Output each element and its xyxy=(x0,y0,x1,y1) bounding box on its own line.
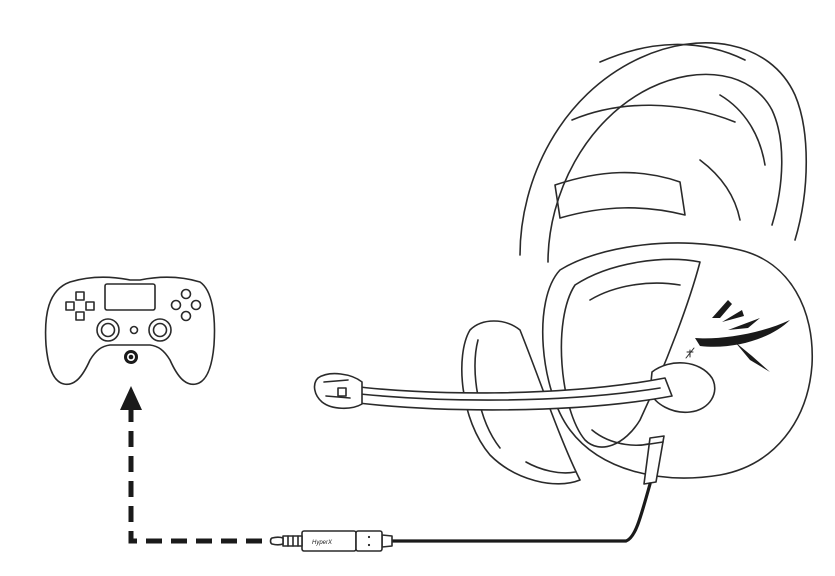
headband-outer xyxy=(519,42,807,256)
ear-cushion xyxy=(560,258,701,448)
gaming-headset-icon xyxy=(313,42,813,485)
plug-brand-text: HyperX xyxy=(312,540,333,546)
controller-touchpad xyxy=(104,283,156,311)
headband-pad-low xyxy=(554,171,686,219)
headband-pad-top xyxy=(599,43,746,63)
headband-inner xyxy=(547,73,783,263)
cable-strain-relief xyxy=(643,435,665,485)
mic-mute-icon xyxy=(685,347,695,359)
connection-path-dashed xyxy=(128,410,262,544)
arrow-up-icon xyxy=(120,386,142,410)
audio-jack-plug-icon: HyperX xyxy=(269,530,393,552)
right-analog-stick xyxy=(148,318,172,342)
controller-home-button xyxy=(129,325,139,335)
headset-cable xyxy=(388,482,652,543)
headband-pad-mid xyxy=(571,104,736,123)
left-analog-stick xyxy=(96,318,120,342)
mic-boom-arm xyxy=(349,377,673,411)
controller-audio-jack-port xyxy=(124,350,138,364)
face-buttons-icon xyxy=(170,288,202,322)
hyperx-logo-icon xyxy=(695,300,790,372)
right-earcup-shell xyxy=(541,242,813,479)
gamepad-controller-icon xyxy=(44,276,216,386)
dpad-icon xyxy=(65,291,95,321)
mic-pivot xyxy=(649,362,716,414)
